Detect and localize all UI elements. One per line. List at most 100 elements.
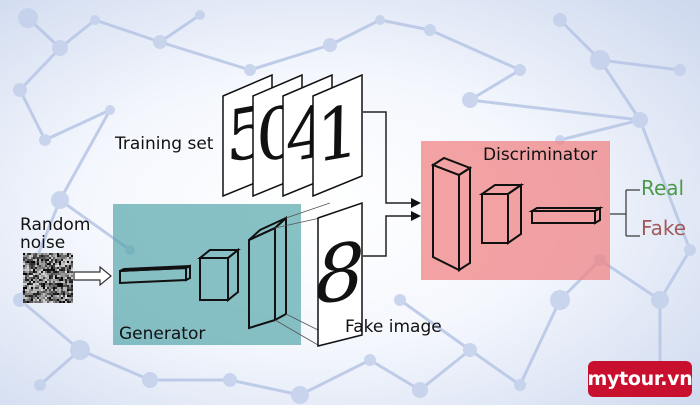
random-noise-label-line2: noise xyxy=(20,233,65,253)
network-node xyxy=(514,64,526,76)
noise-pixel xyxy=(57,275,59,277)
noise-pixel xyxy=(37,257,39,259)
noise-pixel xyxy=(29,293,31,295)
noise-pixel xyxy=(55,283,57,285)
noise-pixel xyxy=(55,271,57,273)
noise-pixel xyxy=(49,279,51,281)
noise-pixel xyxy=(37,301,39,303)
noise-pixel xyxy=(33,257,35,259)
noise-pixel xyxy=(35,297,37,299)
noise-pixel xyxy=(65,255,67,257)
noise-pixel xyxy=(69,293,71,295)
noise-pixel xyxy=(27,279,29,281)
noise-pixel xyxy=(35,273,37,275)
noise-pixel xyxy=(51,291,53,293)
noise-pixel xyxy=(61,257,63,259)
noise-pixel xyxy=(53,279,55,281)
noise-pixel xyxy=(59,281,61,283)
noise-pixel xyxy=(41,287,43,289)
noise-pixel xyxy=(37,299,39,301)
noise-pixel xyxy=(71,275,73,277)
noise-pixel xyxy=(39,301,41,303)
noise-pixel xyxy=(35,289,37,291)
noise-pixel xyxy=(67,273,69,275)
noise-pixel xyxy=(25,281,27,283)
noise-pixel xyxy=(47,285,49,287)
noise-pixel xyxy=(49,301,51,303)
noise-pixel xyxy=(57,271,59,273)
noise-pixel xyxy=(67,253,69,255)
noise-pixel xyxy=(61,283,63,285)
noise-pixel xyxy=(53,299,55,301)
noise-pixel xyxy=(27,263,29,265)
noise-pixel xyxy=(63,297,65,299)
noise-pixel xyxy=(69,255,71,257)
network-edge xyxy=(518,299,562,386)
noise-pixel xyxy=(55,285,57,287)
noise-pixel xyxy=(61,259,63,261)
noise-pixel xyxy=(59,253,61,255)
noise-pixel xyxy=(27,267,29,269)
noise-pixel xyxy=(67,259,69,261)
noise-pixel xyxy=(35,267,37,269)
noise-pixel xyxy=(35,253,37,255)
noise-pixel xyxy=(29,261,31,263)
noise-pixel xyxy=(47,253,49,255)
network-edge xyxy=(429,28,521,72)
noise-pixel xyxy=(39,277,41,279)
network-node xyxy=(195,10,205,20)
noise-pixel xyxy=(69,299,71,301)
noise-pixel xyxy=(35,287,37,289)
noise-pixel xyxy=(55,257,57,259)
network-node xyxy=(590,50,610,70)
noise-pixel xyxy=(69,267,71,269)
noise-pixel xyxy=(63,289,65,291)
noise-pixel xyxy=(37,253,39,255)
noise-pixel xyxy=(45,281,47,283)
noise-pixel xyxy=(39,281,41,283)
noise-pixel xyxy=(41,259,43,261)
noise-pixel xyxy=(71,267,73,269)
noise-pixel xyxy=(47,277,49,279)
noise-pixel xyxy=(45,267,47,269)
noise-pixel xyxy=(57,301,59,303)
noise-pixel xyxy=(51,299,53,301)
noise-pixel xyxy=(25,263,27,265)
noise-pixel xyxy=(43,267,45,269)
noise-pixel xyxy=(31,273,33,275)
noise-pixel xyxy=(35,261,37,263)
noise-pixel xyxy=(63,277,65,279)
noise-pixel xyxy=(43,279,45,281)
noise-pixel xyxy=(61,265,63,267)
noise-pixel xyxy=(27,291,29,293)
noise-pixel xyxy=(31,291,33,293)
noise-pixel xyxy=(57,297,59,299)
noise-pixel xyxy=(71,293,73,295)
noise-pixel xyxy=(59,299,61,301)
noise-pixel xyxy=(31,271,33,273)
noise-pixel xyxy=(33,273,35,275)
network-node xyxy=(462,92,478,108)
network-node xyxy=(105,105,115,115)
noise-pixel xyxy=(57,265,59,267)
noise-pixel xyxy=(57,257,59,259)
noise-pixel xyxy=(43,273,45,275)
noise-pixel xyxy=(35,265,37,267)
noise-pixel xyxy=(33,261,35,263)
network-edge xyxy=(58,109,112,201)
network-node xyxy=(424,24,436,36)
network-node xyxy=(291,386,309,404)
noise-pixel xyxy=(39,255,41,257)
noise-pixel xyxy=(45,273,47,275)
noise-pixel xyxy=(55,269,57,271)
noise-pixel xyxy=(41,301,43,303)
noise-pixel xyxy=(25,271,27,273)
noise-pixel xyxy=(29,279,31,281)
noise-pixel xyxy=(57,291,59,293)
noise-pixel xyxy=(43,283,45,285)
noise-pixel xyxy=(43,295,45,297)
noise-pixel xyxy=(47,299,49,301)
noise-pixel xyxy=(33,295,35,297)
noise-pixel xyxy=(61,271,63,273)
